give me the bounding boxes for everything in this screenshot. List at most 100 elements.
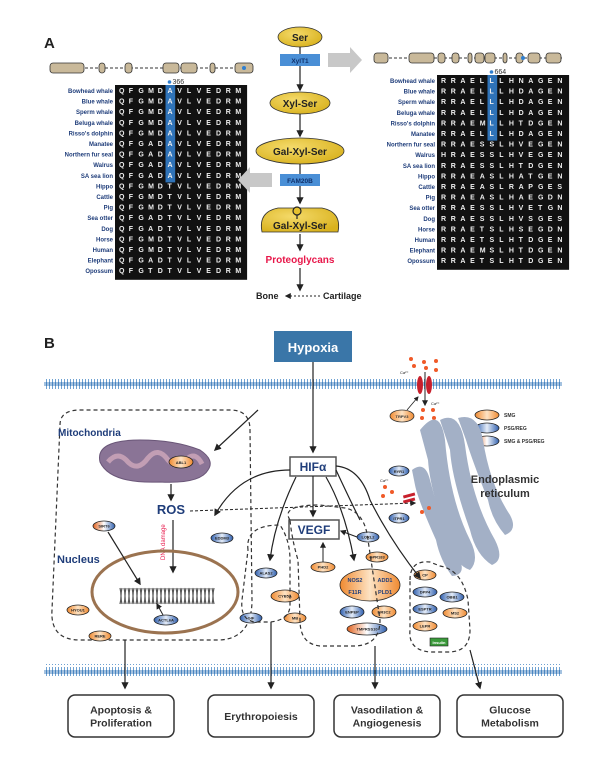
residue: T	[538, 205, 543, 212]
residue: V	[519, 152, 524, 159]
residue: A	[528, 110, 533, 117]
residue: E	[548, 78, 553, 85]
residue: M	[235, 109, 241, 116]
residue: A	[460, 131, 465, 138]
species-label: Opossum	[85, 269, 113, 275]
gene-tmprss10	[346, 622, 388, 636]
residue: H	[509, 258, 514, 265]
species-label: Risso's dolphin	[69, 131, 114, 137]
outcome-label: Proliferation	[90, 718, 152, 730]
residue: M	[148, 183, 154, 190]
residue: L	[187, 205, 192, 212]
residue: V	[177, 130, 182, 137]
residue: A	[148, 162, 153, 169]
residue: R	[451, 152, 456, 159]
residue: R	[451, 216, 456, 223]
residue: D	[158, 99, 163, 106]
outcome-box-glucose-metabolism	[456, 694, 564, 738]
residue: E	[548, 258, 553, 265]
residue: L	[499, 120, 504, 127]
residue: H	[509, 237, 514, 244]
residue: D	[548, 195, 553, 202]
residue: A	[460, 99, 465, 106]
insulin-label: Insulin	[433, 640, 446, 645]
residue: D	[216, 215, 221, 222]
residue: M	[148, 88, 154, 95]
residue: A	[460, 226, 465, 233]
residue: H	[509, 248, 514, 255]
residue: E	[206, 130, 211, 137]
residue: L	[187, 88, 192, 95]
residue: S	[490, 248, 495, 255]
residue: T	[168, 194, 173, 201]
residue: G	[538, 173, 544, 180]
residue: P	[528, 184, 533, 191]
fam20b-label: FAM20B	[287, 178, 313, 185]
residue: A	[168, 162, 173, 169]
residue: D	[216, 183, 221, 190]
gene-cluster-vasodilation	[339, 568, 401, 602]
residue: A	[460, 205, 465, 212]
residue: R	[441, 226, 446, 233]
residue: E	[528, 205, 533, 212]
gene-lepr	[412, 620, 438, 632]
residue: Q	[119, 215, 125, 222]
residue: G	[138, 109, 144, 116]
residue: L	[490, 110, 495, 117]
residue: A	[148, 152, 153, 159]
ros-label: ROS	[157, 502, 186, 517]
residue: G	[538, 216, 544, 223]
residue: N	[557, 110, 562, 117]
residue: E	[528, 195, 533, 202]
residue: G	[538, 226, 544, 233]
residue: E	[548, 120, 553, 127]
fam20b-enzyme	[280, 174, 320, 186]
residue: M	[235, 173, 241, 180]
residue: V	[177, 183, 182, 190]
residue: S	[557, 184, 562, 191]
outcome-label: Metabolism	[481, 718, 539, 730]
residue: G	[538, 110, 544, 117]
gene-hyou1	[66, 604, 90, 616]
gene-label-cp: CP	[422, 573, 428, 578]
residue: V	[197, 205, 202, 212]
residue: H	[509, 195, 514, 202]
residue: L	[480, 131, 485, 138]
residue: G	[538, 237, 544, 244]
residue: V	[197, 162, 202, 169]
residue: D	[158, 236, 163, 243]
exon	[545, 52, 562, 64]
residue: S	[490, 237, 495, 244]
residue: L	[187, 247, 192, 254]
residue: R	[451, 131, 456, 138]
residue: A	[168, 88, 173, 95]
gene-label-sp1r: ESPTR	[418, 607, 431, 612]
residue: L	[490, 99, 495, 106]
residue: E	[206, 88, 211, 95]
exon	[467, 52, 473, 64]
residue: R	[451, 173, 456, 180]
residue: G	[138, 247, 144, 254]
residue: L	[499, 142, 504, 149]
residue: Q	[119, 236, 125, 243]
residue: D	[158, 194, 163, 201]
residue: E	[470, 248, 475, 255]
residue: V	[177, 268, 182, 275]
residue: S	[490, 216, 495, 223]
residue: M	[235, 99, 241, 106]
residue: G	[138, 141, 144, 148]
residue: H	[509, 216, 514, 223]
residue: G	[138, 173, 144, 180]
residue: L	[499, 78, 504, 85]
itpr1-label: ITPR1	[393, 516, 405, 521]
residue: D	[158, 120, 163, 127]
residue: A	[528, 131, 533, 138]
residue: R	[441, 120, 446, 127]
residue: E	[206, 173, 211, 180]
residue: F	[129, 236, 134, 243]
residue: R	[226, 152, 231, 159]
residue: L	[187, 99, 192, 106]
residue: R	[226, 247, 231, 254]
residue: D	[528, 258, 533, 265]
